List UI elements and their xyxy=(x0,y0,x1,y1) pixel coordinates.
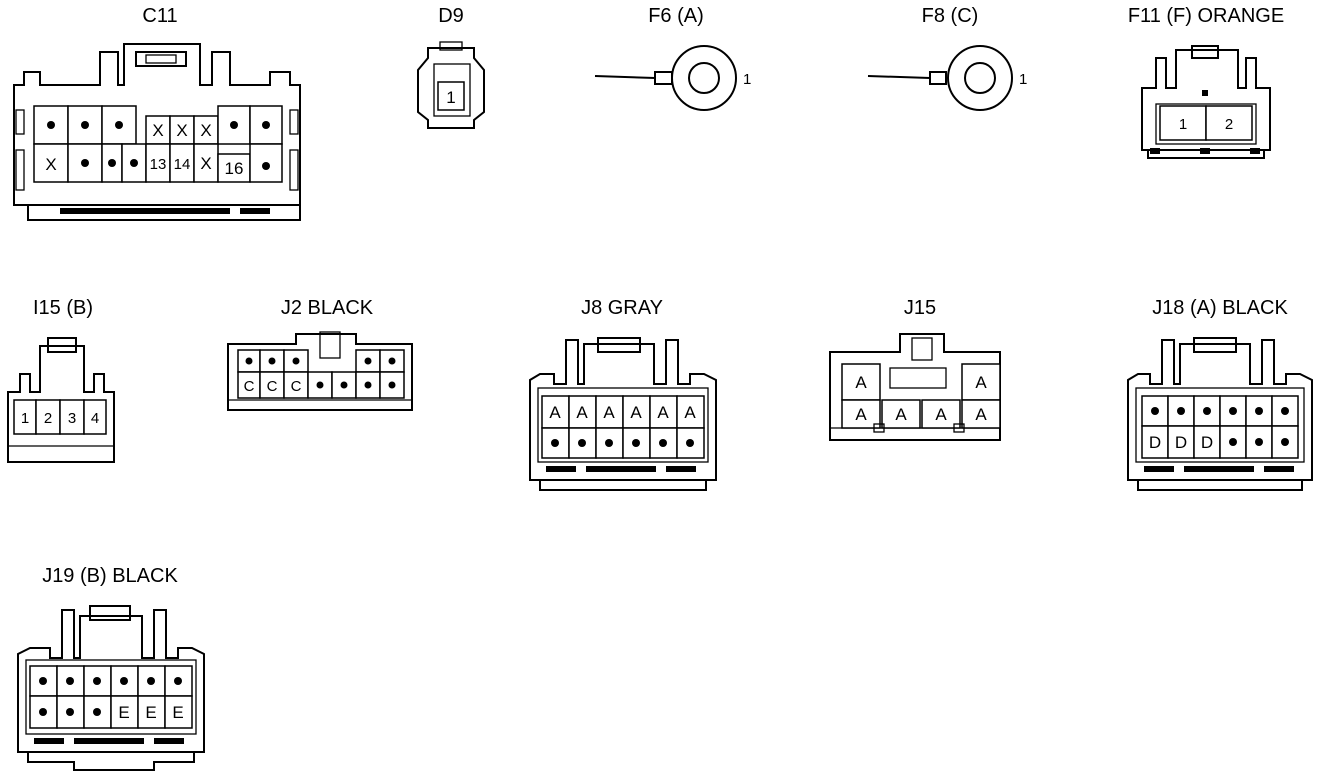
j15-pin-a: A xyxy=(975,405,987,424)
connector-j8: J8 GRAY A A A A A A xyxy=(529,297,717,491)
c11-pin-x: X xyxy=(45,155,56,174)
j19-pin-e: E xyxy=(145,703,156,722)
j15-pin-a: A xyxy=(855,405,867,424)
f6-terminal-1: 1 xyxy=(743,71,751,88)
i15-pin-1: 1 xyxy=(21,410,29,427)
c11-pin-x: X xyxy=(152,121,163,140)
j18-pin-d: D xyxy=(1201,433,1213,452)
f8-terminal-1: 1 xyxy=(1019,71,1027,88)
connector-j15: J15 A A A A A A xyxy=(829,297,1001,441)
j15-pin-a: A xyxy=(855,373,867,392)
j15-pin-a: A xyxy=(975,373,987,392)
connector-f11-label: F11 (F) ORANGE xyxy=(1128,5,1284,27)
f11-pin-1: 1 xyxy=(1179,116,1187,133)
connector-j19: J19 (B) BLACK E E E xyxy=(17,565,205,771)
j2-pin-c: C xyxy=(244,378,255,395)
c11-pin-x: X xyxy=(176,121,187,140)
c11-pin-x: X xyxy=(200,154,211,173)
connector-j2-label: J2 BLACK xyxy=(281,297,374,319)
i15-pin-3: 3 xyxy=(68,410,76,427)
j8-pin-a: A xyxy=(630,403,642,422)
j8-pin-a: A xyxy=(657,403,669,422)
connector-c11-label: C11 xyxy=(142,5,177,27)
c11-pin-14: 14 xyxy=(174,156,191,173)
f11-pin-2: 2 xyxy=(1225,116,1233,133)
j19-pin-e: E xyxy=(118,703,129,722)
j8-pin-a: A xyxy=(549,403,561,422)
j18-pin-d: D xyxy=(1149,433,1161,452)
d9-pin-1: 1 xyxy=(446,88,455,107)
j15-pin-a: A xyxy=(935,405,947,424)
i15-pin-4: 4 xyxy=(91,410,99,427)
j15-pin-a: A xyxy=(895,405,907,424)
j8-pin-a: A xyxy=(603,403,615,422)
c11-pin-x: X xyxy=(200,121,211,140)
connector-d9: D9 1 xyxy=(417,5,485,129)
connector-f11: F11 (F) ORANGE 1 2 xyxy=(1128,5,1284,159)
connector-f8-label: F8 (C) xyxy=(922,5,979,27)
connector-f6-label: F6 (A) xyxy=(648,5,704,27)
connector-j2: J2 BLACK C C C xyxy=(227,297,413,411)
j2-pin-c: C xyxy=(267,378,278,395)
j8-pin-a: A xyxy=(684,403,696,422)
j2-pin-c: C xyxy=(291,378,302,395)
connector-j19-label: J19 (B) BLACK xyxy=(42,565,178,587)
c11-pin-13: 13 xyxy=(150,156,167,173)
connector-d9-label: D9 xyxy=(438,5,464,27)
connector-i15: I15 (B) 1 2 3 4 xyxy=(7,297,115,463)
connector-f6: F6 (A) 1 xyxy=(594,5,751,111)
j19-pin-e: E xyxy=(172,703,183,722)
connector-j18-label: J18 (A) BLACK xyxy=(1152,297,1288,319)
connector-i15-label: I15 (B) xyxy=(33,297,93,319)
j18-pin-d: D xyxy=(1175,433,1187,452)
connector-j8-label: J8 GRAY xyxy=(581,297,663,319)
i15-pin-2: 2 xyxy=(44,410,52,427)
connector-f8: F8 (C) 1 xyxy=(867,5,1027,111)
c11-pin-16: 16 xyxy=(225,159,244,178)
j8-pin-a: A xyxy=(576,403,588,422)
connector-j15-label: J15 xyxy=(904,297,936,319)
connector-j18: J18 (A) BLACK D D D xyxy=(1127,297,1313,491)
connector-c11: C11 X X X X 13 xyxy=(13,5,301,221)
